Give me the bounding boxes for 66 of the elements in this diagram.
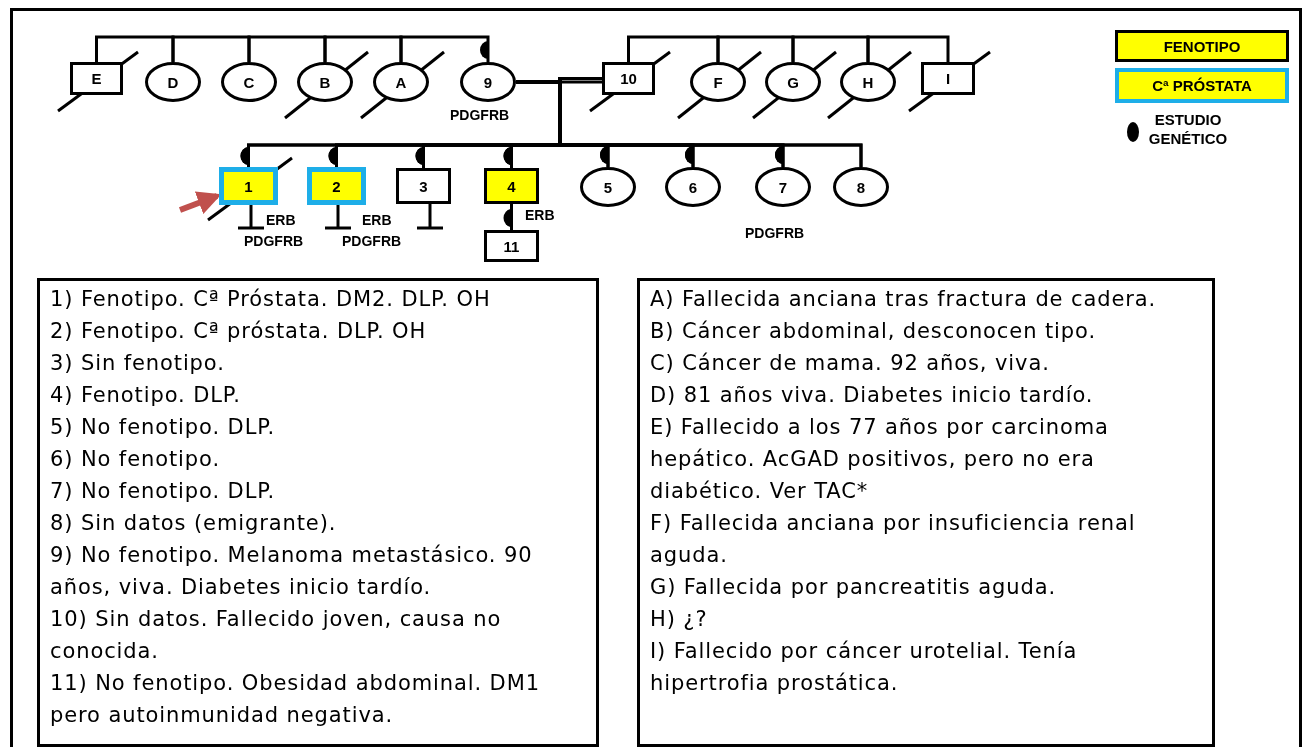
male-square: 1 [220,168,277,204]
pedigree-line [171,35,251,62]
note-text: F) Fallecida anciana por insuficiencia renal aguda. [650,510,1137,569]
female-circle: F [690,62,746,102]
female-circle: A [373,62,429,102]
pedigree-line [323,35,403,62]
note-text: 2) Fenotipo. Cª próstata. DLP. OH [50,318,428,345]
note-text: E) Fallecido a los 77 años por carcinoma hepático. AcGAD positivos, pero no era diabético. Ver TAC* [650,414,1110,505]
gene-label: ERB [266,212,296,228]
note-text: 4) Fenotipo. DLP. [50,382,242,409]
female-circle: G [765,62,821,102]
male-square: 4 [484,168,539,204]
gene-label: ERB [362,212,392,228]
note-text: 10) Sin datos. Fallecido joven, causa no conocida. [50,606,503,665]
notes-panel [37,278,599,747]
note-text: C) Cáncer de mama. 92 años, viva. [650,350,1051,377]
note-text: I) Fallecido por cáncer urotelial. Tenía hipertrofia prostática. [650,638,1079,697]
pedigree-line [247,35,327,62]
pedigree-line [791,35,870,62]
pedigree-line [866,35,950,62]
pedigree-line [323,204,353,230]
pedigree-line [716,35,795,62]
pedigree-line [95,35,175,62]
note-text: 9) No fenotipo. Melanoma metastásico. 90 años, viva. Diabetes inicio tardío. [50,542,534,601]
gene-label: PDGFRB [745,225,805,241]
note-text: 7) No fenotipo. DLP. [50,478,277,505]
male-square: 2 [308,168,365,204]
note-text: 8) Sin datos (emigrante). [50,510,338,537]
note-text: 11) No fenotipo. Obesidad abdominal. DM1 pero autoinmunidad negativa. [50,670,541,729]
note-text: 3) Sin fenotipo. [50,350,226,377]
note-text: H) ¿? [650,606,709,633]
legend-swatch: FENOTIPO [1115,30,1289,62]
gene-label: PDGFRB [342,233,402,249]
pedigree-line [415,204,445,230]
male-square: 11 [484,230,539,262]
male-square: 10 [602,62,655,95]
male-square: I [921,62,975,95]
note-text: D) 81 años viva. Diabetes inicio tardío. [650,382,1095,409]
female-circle: 8 [833,167,889,207]
gene-label: PDGFRB [244,233,304,249]
legend-swatch: Cª PRÓSTATA [1115,68,1289,103]
note-text: 1) Fenotipo. Cª Próstata. DM2. DLP. OH [50,286,492,313]
female-circle: 6 [665,167,721,207]
note-text: 5) No fenotipo. DLP. [50,414,277,441]
gene-label: ERB [525,207,555,223]
note-text: B) Cáncer abdominal, desconocen tipo. [650,318,1097,345]
note-text: A) Fallecida anciana tras fractura de cadera. [650,286,1158,313]
note-text: 6) No fenotipo. [50,446,221,473]
female-circle: 7 [755,167,811,207]
legend-label: ESTUDIO GENÉTICO [1148,110,1228,148]
female-circle: 5 [580,167,636,207]
note-text: G) Fallecida por pancreatitis aguda. [650,574,1058,601]
female-circle: H [840,62,896,102]
pointer-arrow [178,191,222,214]
notes-panel [637,278,1215,747]
pedigree-line [503,204,513,230]
pedigree-line [627,35,720,62]
female-circle: C [221,62,277,102]
male-square: 3 [396,168,451,204]
female-circle: B [297,62,353,102]
male-square: E [70,62,123,95]
pedigree-line [236,204,266,230]
gene-label: PDGFRB [450,107,510,123]
pedigree-line [399,35,490,62]
female-circle: 9 [460,62,516,102]
female-circle: D [145,62,201,102]
